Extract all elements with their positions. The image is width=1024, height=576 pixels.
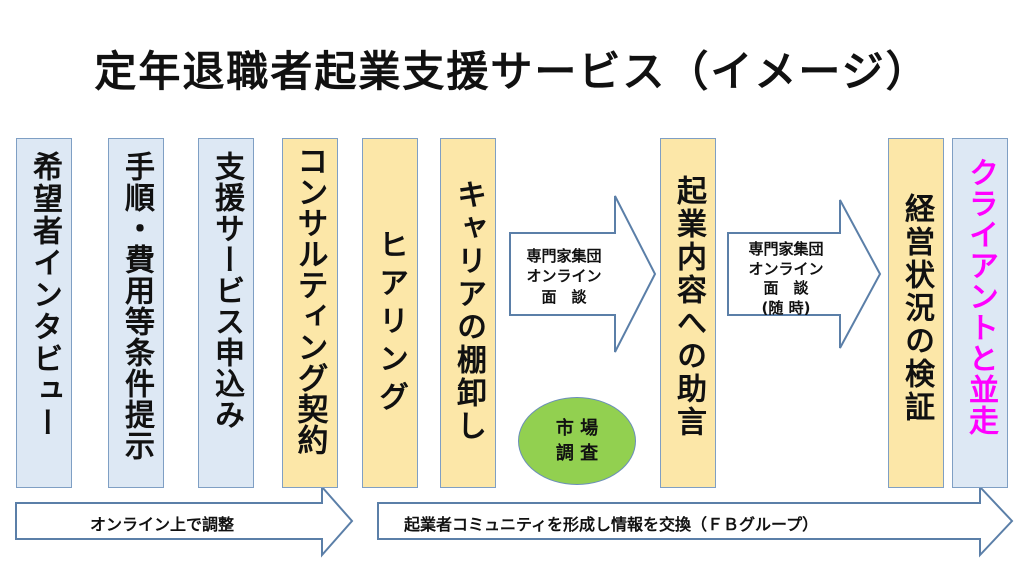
- column-label: ヒアリング: [373, 229, 408, 419]
- consult-arrow-2-label: 専門家集団 オンライン 面 談 (随 時): [748, 240, 824, 317]
- consult-arrow-1: [509, 195, 657, 353]
- consult-arrow-2: [727, 199, 882, 349]
- column-label: 希望者インタビュー: [27, 151, 62, 439]
- bottom-arrow-left: [15, 484, 354, 558]
- column-label: 手順・費用等条件提示: [119, 151, 154, 461]
- consult-arrow-1-label: 専門家集団 オンライン 面 談: [526, 247, 602, 306]
- column-label: 起業内容への助言: [671, 175, 706, 439]
- column-application: 支援サービス申込み: [198, 138, 254, 488]
- market-research-circle: 市 場 調 査: [518, 397, 636, 485]
- column-label: キャリアの棚卸し: [451, 179, 486, 443]
- column-career-inventory: キャリアの棚卸し: [440, 138, 496, 488]
- column-interview: 希望者インタビュー: [16, 138, 72, 488]
- column-run-alongside: クライアントと並走: [952, 138, 1008, 488]
- market-research-label: 市 場 調 査: [555, 417, 599, 464]
- column-management-review: 経営状況の検証: [888, 138, 944, 488]
- column-label: 支援サービス申込み: [209, 151, 244, 430]
- column-label: コンサルティング契約: [291, 145, 328, 455]
- bottom-arrow-right-label: 起業者コミュニティを形成し情報を交換（ＦＢグループ）: [404, 515, 819, 534]
- bottom-arrow-right: [377, 484, 1014, 558]
- column-label: クライアントと並走: [963, 157, 998, 436]
- bottom-arrow-left-label: オンライン上で調整: [90, 515, 235, 534]
- column-business-advice: 起業内容への助言: [660, 138, 716, 488]
- column-hearing: ヒアリング: [362, 138, 418, 488]
- column-terms: 手順・費用等条件提示: [108, 138, 164, 488]
- column-label: 経営状況の検証: [899, 193, 934, 424]
- page-title: 定年退職者起業支援サービス（イメージ）: [94, 47, 930, 96]
- column-contract: コンサルティング契約: [282, 138, 338, 488]
